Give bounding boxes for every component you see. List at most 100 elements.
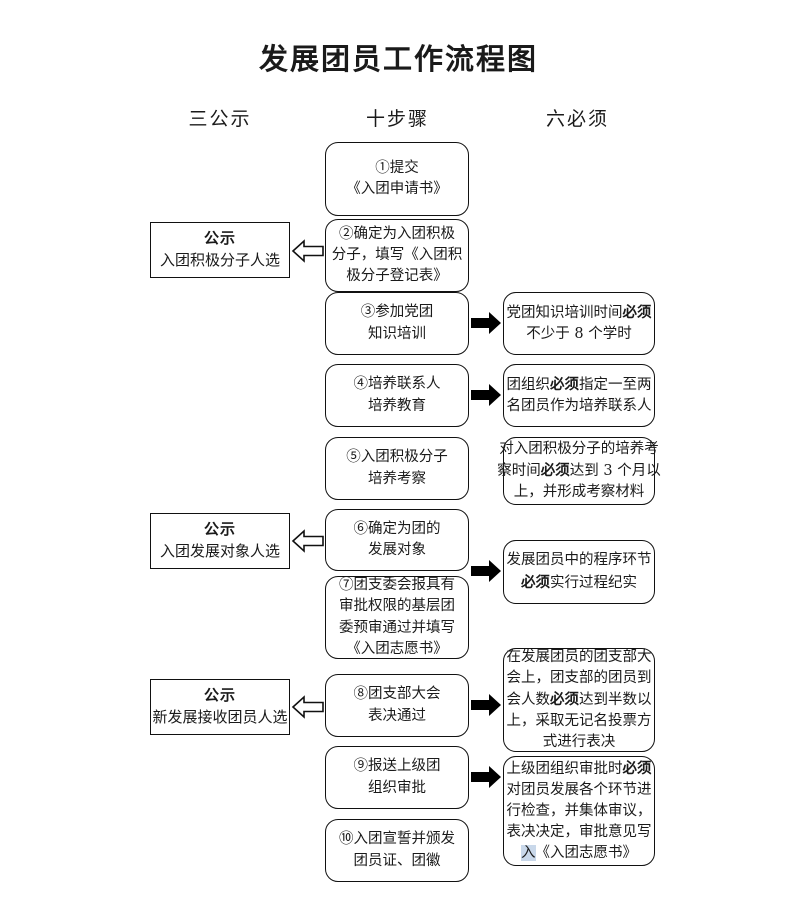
- notice-subtitle: 入团发展对象人选: [159, 542, 280, 560]
- run-text: 对团员发展各个环节进: [506, 781, 652, 798]
- run-text: 指定一至两: [579, 376, 652, 393]
- step-box-3[interactable]: ③参加党团知识培训: [325, 292, 469, 355]
- box-line: ⑧团支部大会: [353, 686, 441, 703]
- run-text: 发展团员中的程序环节: [506, 552, 652, 569]
- arrow-left-icon-2: [291, 528, 325, 554]
- box-line: ②确定为入团积极: [339, 225, 455, 242]
- box-line: 分子，填写《入团积: [331, 246, 463, 263]
- must-box-3[interactable]: 对入团积极分子的培养考察时间必须达到 3 个月以上，并形成考察材料: [497, 437, 661, 505]
- must-box-4[interactable]: 发展团员中的程序环节必须实行过程纪实: [503, 540, 655, 604]
- run-text: 上级团组织审批时: [506, 760, 623, 777]
- box-line: 入《入团志愿书》: [521, 843, 637, 864]
- box-line: 发展对象: [368, 542, 426, 558]
- box-line: ⑦团支委会报具有: [339, 577, 455, 594]
- emphasis-text: 必须: [521, 573, 550, 591]
- run-text: 式进行表决: [542, 734, 616, 751]
- run-text: 不少于 8 个学时: [526, 326, 632, 342]
- box-line: ⑤入团积极分子: [346, 449, 448, 466]
- box-line: 委预审通过并填写: [339, 619, 455, 636]
- box-line: 式进行表决: [543, 732, 616, 753]
- box-line: 《入团志愿书》: [346, 640, 448, 657]
- emphasis-text: 必须: [622, 759, 652, 777]
- emphasis-text: 必须: [550, 375, 579, 393]
- must-box-6[interactable]: 上级团组织审批时必须对团员发展各个环节进行检查，并集体审议，表决决定，审批意见写…: [503, 756, 655, 866]
- box-line: 党团知识培训时间必须: [507, 302, 652, 324]
- run-text: 在发展团员的团支部大: [506, 648, 652, 665]
- box-line: ③参加党团: [360, 304, 434, 321]
- box-line: 必须实行过程纪实: [521, 572, 637, 594]
- box-line: 团组织必须指定一至两: [507, 374, 652, 396]
- box-line: 知识培训: [368, 325, 426, 342]
- step-box-7[interactable]: ⑦团支委会报具有审批权限的基层团委预审通过并填写《入团志愿书》: [325, 576, 469, 659]
- box-line: ⑥确定为团的: [353, 520, 441, 537]
- run-text: 表决决定，审批意见写: [506, 824, 652, 841]
- must-box-2[interactable]: 团组织必须指定一至两名团员作为培养联系人: [503, 364, 655, 427]
- run-text: 会上，团支部的团员到: [506, 669, 652, 686]
- arrow-right-icon-4: [469, 692, 503, 718]
- highlighted-text: 入: [521, 845, 536, 862]
- step-box-8[interactable]: ⑧团支部大会表决通过: [325, 674, 469, 737]
- step-box-4[interactable]: ④培养联系人培养教育: [325, 364, 469, 427]
- run-text: 上，采取无记名投票方: [506, 713, 652, 730]
- emphasis-text: 必须: [622, 303, 652, 321]
- box-line: 对团员发展各个环节进: [507, 780, 652, 801]
- box-line: 培养考察: [368, 470, 426, 487]
- run-text: 达到半数以: [579, 692, 652, 708]
- box-line: 审批权限的基层团: [339, 598, 455, 615]
- box-line: 发展团员中的程序环节: [507, 550, 652, 571]
- step-box-2[interactable]: ②确定为入团积极分子，填写《入团积极分子登记表》: [325, 219, 469, 292]
- arrow-left-icon-1: [291, 238, 325, 264]
- run-text: 会人数: [506, 692, 551, 708]
- box-line: 培养教育: [368, 397, 426, 414]
- must-box-5[interactable]: 在发展团员的团支部大会上，团支部的团员到会人数必须达到半数以上，采取无记名投票方…: [503, 648, 655, 752]
- box-line: ⑩入团宣誓并颁发: [339, 831, 455, 848]
- notice-subtitle: 入团积极分子人选: [159, 251, 280, 269]
- box-line: 名团员作为培养联系人: [507, 396, 652, 417]
- step-box-1[interactable]: ①提交《入团申请书》: [325, 142, 469, 216]
- arrow-left-icon-3: [291, 694, 325, 720]
- run-text: 行检查，并集体审议，: [506, 803, 652, 819]
- notice-box-1[interactable]: 公示入团积极分子人选: [150, 222, 290, 278]
- emphasis-text: 必须: [540, 462, 570, 479]
- box-line: 会人数必须达到半数以: [507, 689, 652, 711]
- run-text: 上，并形成考察材料: [513, 484, 645, 501]
- box-line: 组织审批: [368, 779, 426, 796]
- box-line: 表决通过: [368, 707, 426, 724]
- step-box-10[interactable]: ⑩入团宣誓并颁发团员证、团徽: [325, 819, 469, 882]
- box-line: 在发展团员的团支部大: [507, 647, 652, 668]
- run-text: 团组织: [506, 376, 551, 393]
- column-header-middle: 十步骤: [365, 108, 429, 130]
- box-line: 团员证、团徽: [353, 852, 441, 869]
- column-header-right: 六必须: [545, 108, 609, 130]
- arrow-right-icon-3: [469, 558, 503, 584]
- box-line: 上，并形成考察材料: [514, 482, 645, 503]
- step-box-6[interactable]: ⑥确定为团的发展对象: [325, 509, 469, 571]
- box-line: ①提交: [375, 159, 419, 176]
- notice-title: 公示: [203, 520, 236, 539]
- notice-box-2[interactable]: 公示入团发展对象人选: [150, 513, 290, 569]
- run-text: 对入团积极分子的培养考: [499, 440, 659, 457]
- box-line: 《入团申请书》: [346, 181, 448, 197]
- arrow-right-icon-1: [469, 310, 503, 336]
- notice-box-3[interactable]: 公示新发展接收团员人选: [150, 679, 290, 735]
- box-line: ⑨报送上级团: [353, 758, 441, 775]
- box-line: 上，采取无记名投票方: [507, 711, 652, 732]
- must-box-1[interactable]: 党团知识培训时间必须不少于 8 个学时: [503, 292, 655, 355]
- page-title: 发展团员工作流程图: [258, 42, 538, 76]
- notice-title: 公示: [203, 686, 236, 705]
- box-line: 不少于 8 个学时: [526, 324, 631, 345]
- run-text: 《入团志愿书》: [535, 845, 638, 862]
- box-line: ④培养联系人: [353, 376, 441, 393]
- notice-subtitle: 新发展接收团员人选: [152, 708, 288, 726]
- box-line: 对入团积极分子的培养考: [499, 439, 659, 460]
- box-line: 极分子登记表》: [346, 268, 448, 284]
- box-line: 上级团组织审批时必须: [507, 758, 652, 780]
- box-line: 行检查，并集体审议，: [507, 801, 652, 822]
- notice-title: 公示: [203, 229, 236, 248]
- box-line: 表决决定，审批意见写: [507, 822, 652, 843]
- step-box-9[interactable]: ⑨报送上级团组织审批: [325, 746, 469, 809]
- run-text: 实行过程纪实: [550, 574, 637, 591]
- arrow-right-icon-2: [469, 382, 503, 408]
- step-box-5[interactable]: ⑤入团积极分子培养考察: [325, 437, 469, 500]
- emphasis-text: 必须: [550, 691, 579, 708]
